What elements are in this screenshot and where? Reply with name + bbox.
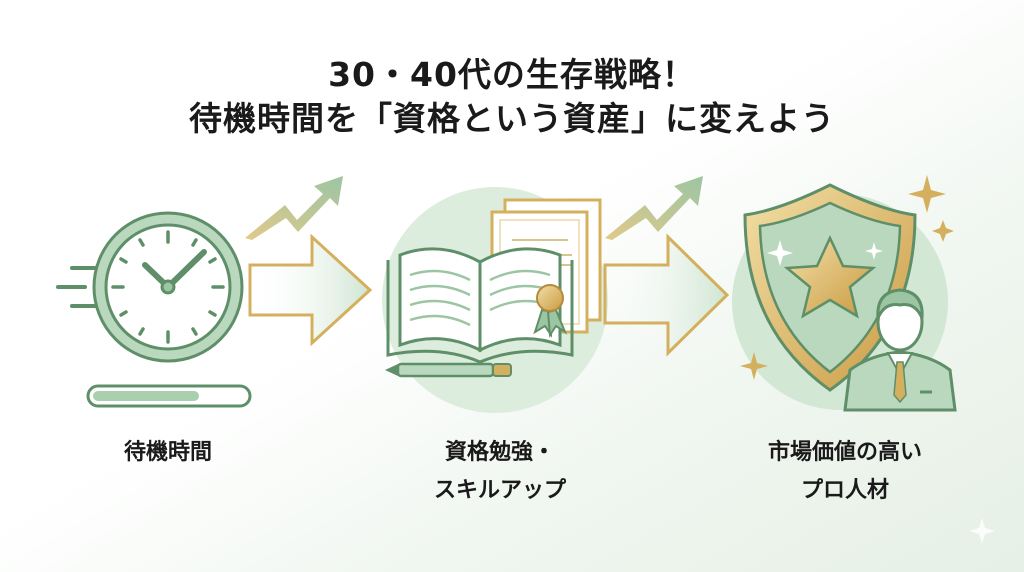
clock-icon	[56, 211, 244, 363]
step-label-line: 資格勉強・	[444, 440, 555, 465]
book-certificate-icon	[382, 187, 608, 413]
step-label-line: スキルアップ	[433, 478, 566, 503]
step-label-line: 市場価値の高い	[767, 440, 922, 465]
trend-up-arrow-icon	[605, 176, 703, 240]
right-arrow-icon	[603, 233, 730, 357]
progress-bar	[86, 384, 252, 408]
step-label-line: プロ人材	[800, 478, 889, 503]
shield-professional-icon	[732, 175, 995, 544]
step-label-study: 資格勉強・ スキルアップ	[390, 434, 610, 510]
sparkle-icon	[767, 240, 995, 544]
trend-up-arrow-icon	[245, 176, 343, 240]
person-icon	[843, 288, 957, 412]
page-title-line2: 待機時間を「資格という資産」に変えよう	[189, 99, 835, 138]
pen-icon	[385, 362, 512, 378]
page-title-line1: 30・40代の生存戦略！	[328, 55, 696, 94]
step-label-professional: 市場価値の高い プロ人材	[720, 434, 970, 510]
star-icon	[783, 235, 877, 319]
sparkle-icon	[740, 175, 954, 380]
right-arrow-icon	[248, 233, 373, 347]
step-label-waiting-time: 待機時間	[68, 434, 268, 472]
step-label-line: 待機時間	[123, 440, 212, 465]
